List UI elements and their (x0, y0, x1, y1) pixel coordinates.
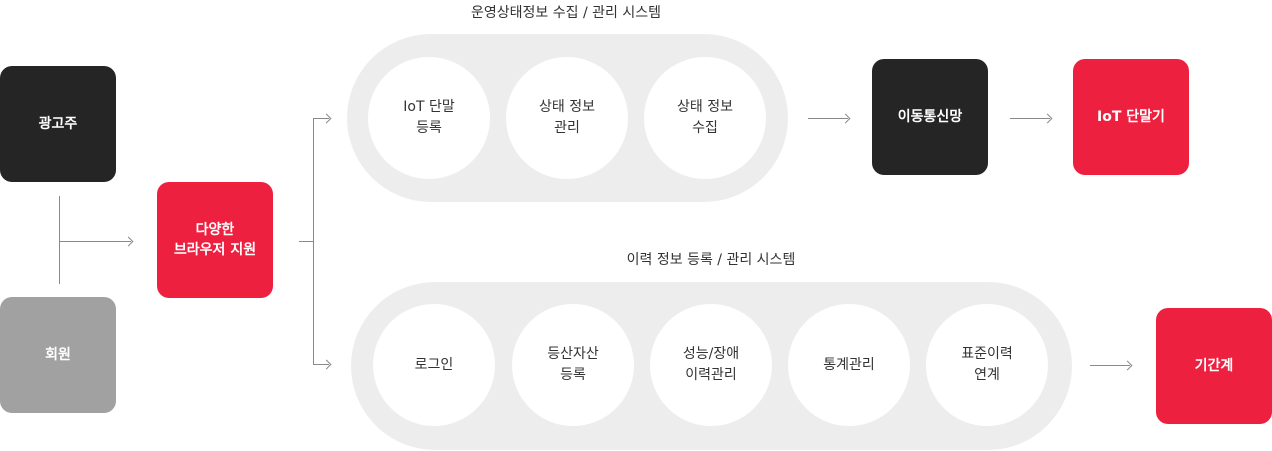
top-step-status-manage: 상태 정보 관리 (506, 57, 628, 179)
top-step-iot-register: IoT 단말 등록 (368, 57, 490, 179)
core-system-label: 기간계 (1194, 358, 1234, 374)
branch-top-connector (313, 118, 329, 119)
core-system-box: 기간계 (1156, 308, 1272, 424)
device-connector (1010, 118, 1050, 119)
iot-device-box: IoT 단말기 (1073, 59, 1189, 175)
branch-stub-connector (299, 241, 313, 242)
bottom-step-statistics: 통계관리 (788, 304, 910, 426)
source-vertical-connector (59, 196, 60, 284)
browser-support-box: 다양한 브라우저 지원 (157, 182, 273, 298)
source-horizontal-connector (59, 241, 131, 242)
network-arrowhead (840, 113, 851, 124)
device-arrowhead (1042, 113, 1053, 124)
member-box: 회원 (0, 297, 116, 413)
advertiser-box: 광고주 (0, 66, 116, 182)
mobile-network-label: 이동통신망 (897, 109, 963, 125)
branch-bottom-arrowhead (321, 359, 332, 370)
top-system-title: 운영상태정보 수집 / 관리 시스템 (471, 5, 661, 21)
browser-support-label: 다양한 브라우저 지원 (173, 222, 257, 258)
branch-bottom-connector (313, 364, 329, 365)
top-step-status-collect: 상태 정보 수집 (644, 57, 766, 179)
advertiser-label: 광고주 (38, 116, 78, 132)
core-arrowhead (1122, 360, 1133, 371)
mobile-network-box: 이동통신망 (872, 59, 988, 175)
iot-device-label: IoT 단말기 (1097, 109, 1165, 125)
bottom-step-standard-link: 표준이력 연계 (926, 304, 1048, 426)
source-arrowhead (123, 236, 134, 247)
core-connector (1090, 365, 1130, 366)
member-label: 회원 (45, 347, 71, 363)
bottom-step-history-manage: 성능/장애 이력관리 (650, 304, 772, 426)
bottom-system-title: 이력 정보 등록 / 관리 시스템 (626, 252, 796, 268)
branch-vertical-connector (313, 118, 314, 364)
bottom-step-asset-register: 등산자산 등록 (512, 304, 634, 426)
bottom-step-login: 로그인 (373, 304, 495, 426)
branch-top-arrowhead (321, 113, 332, 124)
network-connector (808, 118, 848, 119)
